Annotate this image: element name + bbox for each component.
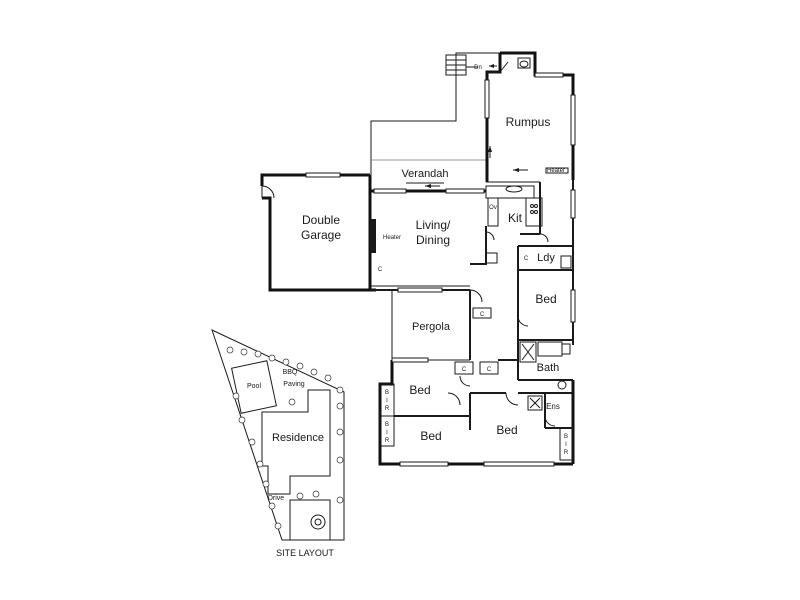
pergola-label: Pergola xyxy=(412,321,451,333)
bir1-r: R xyxy=(385,406,390,412)
deck-down-label: Dn xyxy=(474,65,482,71)
bed-north-west-walls xyxy=(378,357,471,466)
site-layout-caption: SITE LAYOUT xyxy=(276,548,334,558)
site-layout xyxy=(211,329,345,541)
site-pool-label: Pool xyxy=(247,383,261,390)
bed-north-west-label: Bed xyxy=(409,383,430,397)
pergola-cupboard-label: C xyxy=(480,312,485,318)
cupboard-2-label: C xyxy=(487,367,492,373)
bir3-r: R xyxy=(564,450,569,456)
bir3-b: B xyxy=(564,434,568,440)
rumpus-label: Rumpus xyxy=(506,115,551,129)
laundry-label: Ldy xyxy=(537,252,555,264)
rumpus-heater-label: Heater xyxy=(547,168,565,174)
kitchen-walls xyxy=(470,181,543,265)
kitchen-label: Kit xyxy=(508,211,523,225)
garage-label-line1: Double xyxy=(302,213,340,227)
cupboard-1-label: C xyxy=(462,367,467,373)
bir1-i: I xyxy=(386,398,388,404)
bed-main-walls xyxy=(470,380,575,467)
bir2-r: R xyxy=(385,438,390,444)
bath-walls xyxy=(517,340,573,390)
rumpus-heater xyxy=(545,167,569,174)
bed-east-walls xyxy=(517,270,573,341)
site-residence-label: Residence xyxy=(272,432,324,444)
bir3-i: I xyxy=(565,442,567,448)
ensuite-label: Ens xyxy=(546,402,560,411)
hall-cupboards xyxy=(454,359,518,387)
living-label-line1: Living/ xyxy=(416,218,451,232)
site-drive-label: Drive xyxy=(268,495,284,502)
bir2-i: I xyxy=(386,430,388,436)
bed-south-west-walls xyxy=(379,415,470,467)
bir1-b: B xyxy=(385,390,389,396)
oven-label: Ov xyxy=(489,205,497,211)
bath-label: Bath xyxy=(537,362,560,374)
living-label-line2: Dining xyxy=(416,233,450,247)
laundry-walls xyxy=(517,233,573,271)
bed-south-west-label: Bed xyxy=(420,429,441,443)
living-cupboard-label: C xyxy=(378,267,383,273)
laundry-cupboard-label: C xyxy=(524,256,529,262)
bir2-b: B xyxy=(385,422,389,428)
garage-label-line2: Garage xyxy=(301,228,341,242)
verandah-label: Verandah xyxy=(401,168,448,180)
site-bbq-label: BBQ xyxy=(283,369,298,376)
living-dining-walls xyxy=(370,188,486,293)
bed-east-label: Bed xyxy=(535,292,556,306)
site-paving-label: Paving xyxy=(283,381,305,388)
rear-deck: Dn xyxy=(370,52,500,182)
rumpus-room-walls xyxy=(484,51,576,345)
living-heater-label: Heater xyxy=(383,235,401,241)
bed-main-label: Bed xyxy=(496,423,517,437)
